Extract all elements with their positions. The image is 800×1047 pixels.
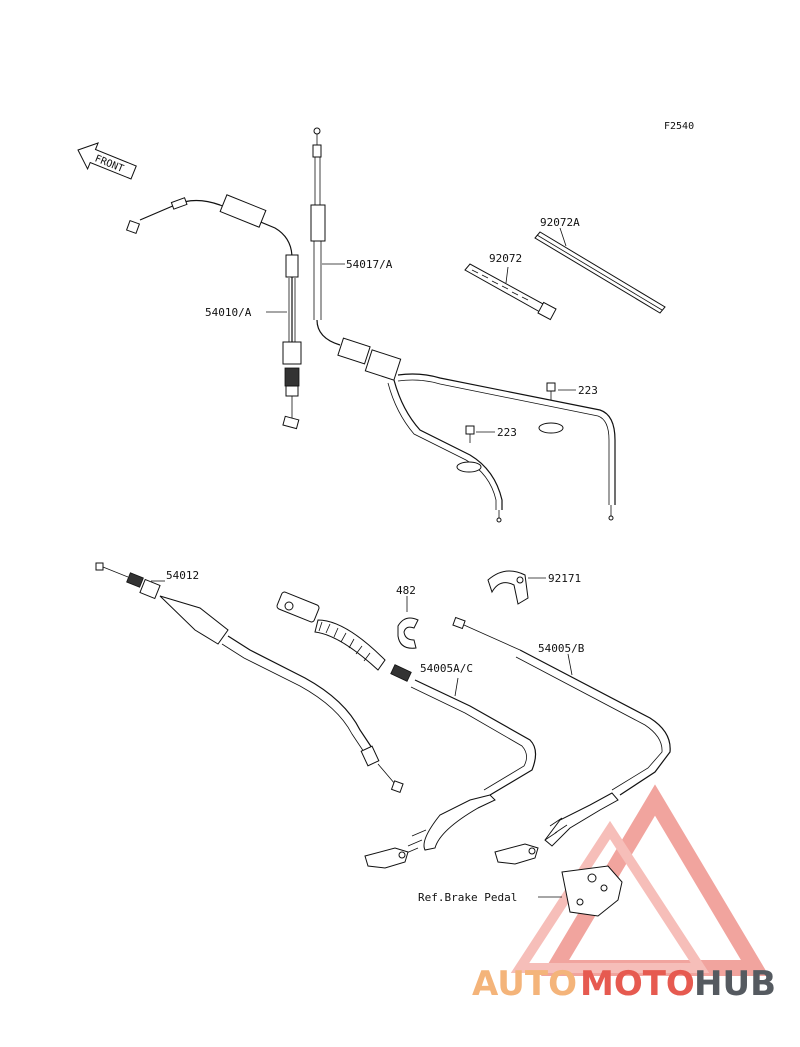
front-arrow-icon: FRONT bbox=[77, 142, 137, 180]
cable-54005b bbox=[452, 616, 671, 865]
watermark-logo: AUTO MOTO HUB bbox=[472, 964, 776, 1004]
circlip-482 bbox=[397, 617, 419, 649]
label-92072: 92072 bbox=[489, 252, 522, 265]
label-223-lower: 223 bbox=[497, 426, 517, 439]
cable-tie-92072a bbox=[534, 231, 666, 314]
label-54017a: 54017/A bbox=[346, 258, 393, 271]
label-92072a: 92072A bbox=[540, 216, 580, 229]
cable-54012 bbox=[95, 562, 404, 794]
watermark-triangle bbox=[510, 784, 770, 976]
cable-54005ac bbox=[276, 591, 537, 869]
label-54005b: 54005/B bbox=[538, 642, 585, 655]
cable-tie-92072 bbox=[464, 263, 557, 321]
label-54005ac: 54005A/C bbox=[420, 662, 473, 675]
label-223-upper: 223 bbox=[578, 384, 598, 397]
cable-54010a bbox=[125, 194, 302, 430]
figure-code: F2540 bbox=[664, 121, 694, 132]
bracket-92171 bbox=[487, 570, 529, 605]
brake-pedal-reference bbox=[561, 865, 623, 917]
bolt-223-upper bbox=[546, 382, 556, 400]
label-482: 482 bbox=[396, 584, 416, 597]
label-92171: 92171 bbox=[548, 572, 581, 585]
label-54012: 54012 bbox=[166, 569, 199, 582]
watermark-hub: HUB bbox=[694, 964, 776, 1004]
watermark-auto: AUTO bbox=[472, 964, 577, 1004]
bolt-223-lower bbox=[465, 425, 475, 443]
cable-54017a bbox=[310, 127, 616, 523]
label-54010a: 54010/A bbox=[205, 306, 252, 319]
label-ref-brake-pedal: Ref.Brake Pedal bbox=[418, 891, 517, 904]
watermark-moto: MOTO bbox=[580, 964, 695, 1004]
